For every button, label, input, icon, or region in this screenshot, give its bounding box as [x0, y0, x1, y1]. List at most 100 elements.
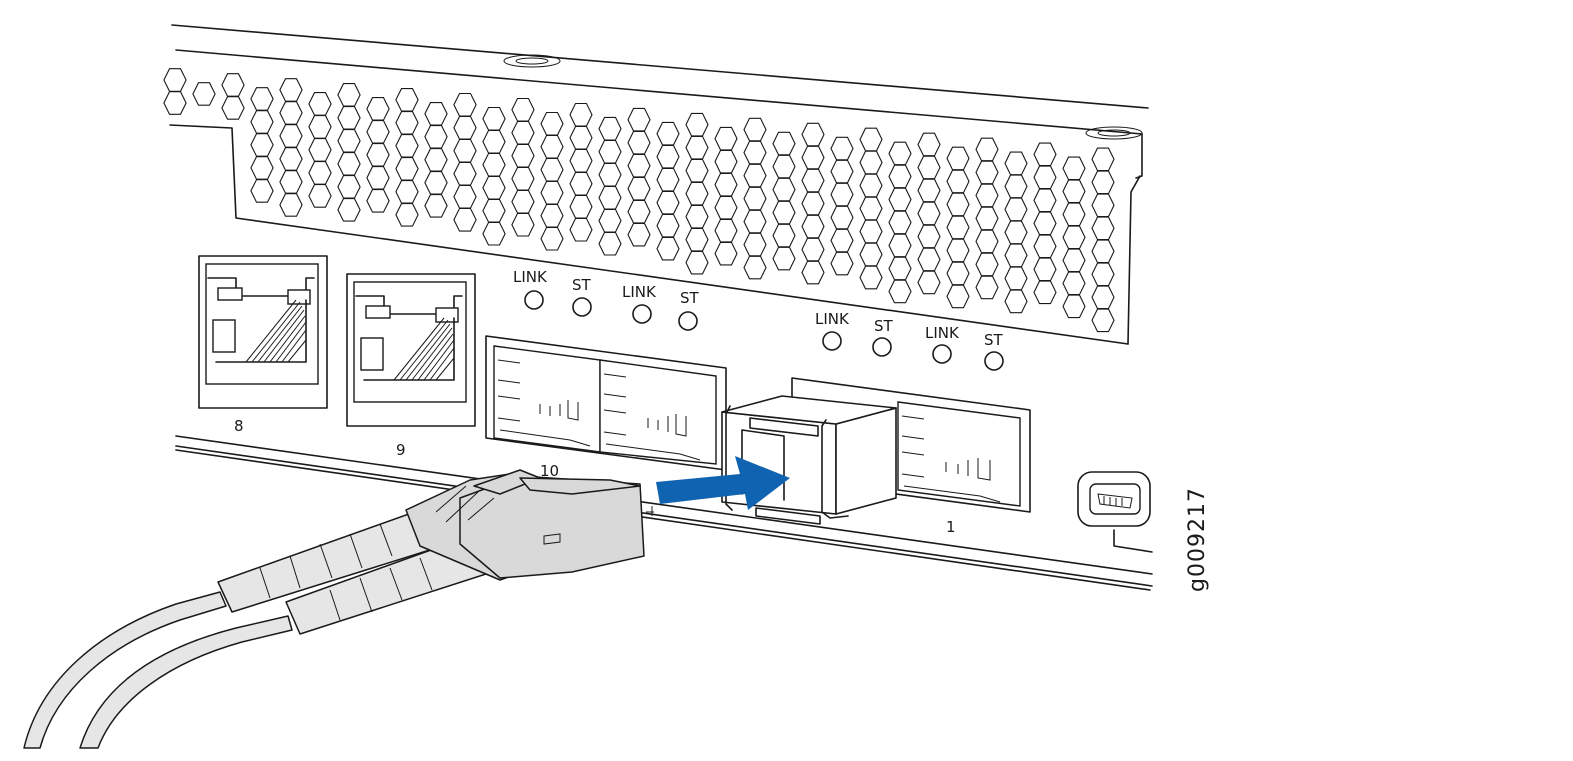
vent-hole	[1091, 285, 1115, 310]
vent-hole	[308, 184, 332, 208]
vent-hole	[424, 194, 448, 218]
vent-hole	[888, 279, 912, 304]
figure-id: g009217	[1185, 487, 1210, 592]
vent-hole	[1062, 225, 1086, 250]
vent-hole	[801, 168, 825, 193]
vent-hole	[395, 88, 419, 112]
sfp-cage-left	[485, 335, 727, 471]
vent-hole	[511, 212, 535, 237]
vent-hole	[714, 149, 738, 174]
fiber-optic-cable	[23, 469, 645, 749]
vent-hole	[163, 91, 187, 115]
vent-hole	[656, 167, 680, 192]
vent-hole	[1033, 257, 1057, 282]
led-status	[572, 297, 592, 317]
vent-hole	[917, 132, 941, 157]
vent-hole	[424, 125, 448, 149]
vent-hole	[337, 106, 361, 130]
vent-hole	[917, 270, 941, 295]
rj45-contacts	[393, 317, 455, 381]
led-label-link: LINK	[622, 283, 657, 301]
vent-hole	[946, 261, 970, 286]
vent-hole	[453, 207, 477, 232]
vent-hole	[540, 226, 564, 251]
led-label-status: ST	[680, 289, 700, 307]
led-label-link: LINK	[925, 324, 960, 342]
vent-hole	[395, 180, 419, 204]
vent-hole	[424, 148, 448, 172]
vent-hole	[250, 133, 274, 157]
port-number-1: 1	[946, 518, 956, 536]
vent-hole	[1091, 147, 1115, 172]
vent-hole	[279, 170, 303, 194]
led-label-status: ST	[572, 276, 592, 294]
vent-hole	[540, 111, 564, 136]
vent-hole	[946, 169, 970, 194]
vent-hole	[975, 183, 999, 208]
vent-hole	[743, 232, 767, 257]
vent-hole	[801, 237, 825, 262]
vent-hole	[163, 68, 187, 92]
vent-hole	[859, 127, 883, 152]
vent-hole	[540, 180, 564, 205]
port-numbers: 8 9 10 1	[234, 417, 956, 536]
vent-hole	[946, 146, 970, 171]
vent-hole	[685, 227, 709, 252]
vent-hole	[1062, 202, 1086, 227]
vent-hole	[801, 122, 825, 147]
vent-hole	[975, 252, 999, 277]
vent-hole	[627, 199, 651, 224]
vent-hole	[1004, 243, 1028, 268]
vent-hole	[656, 121, 680, 146]
vent-hole	[279, 147, 303, 171]
led-label-link: LINK	[513, 268, 548, 286]
led-link	[932, 344, 952, 364]
vent-hole	[917, 178, 941, 203]
vent-hole	[192, 82, 216, 106]
vent-hole	[888, 164, 912, 189]
vent-hole	[598, 116, 622, 141]
vent-hole	[569, 102, 593, 127]
vent-hole	[308, 115, 332, 139]
vent-hole	[250, 110, 274, 134]
vent-hole	[656, 190, 680, 215]
vent-hole	[482, 221, 506, 246]
vent-hole	[453, 115, 477, 140]
vent-hole	[1091, 193, 1115, 218]
vent-hole	[859, 196, 883, 221]
vent-hole	[975, 160, 999, 185]
vent-hole	[337, 152, 361, 176]
screw-slot	[515, 57, 549, 65]
vent-hole	[1062, 179, 1086, 204]
vent-hole	[743, 186, 767, 211]
vent-hole	[540, 203, 564, 228]
vent-hole	[830, 136, 854, 161]
led-link	[524, 290, 544, 310]
vent-hole	[888, 187, 912, 212]
vent-hole	[366, 120, 390, 144]
vent-hole	[395, 203, 419, 227]
vent-hole	[598, 162, 622, 187]
vent-hole	[569, 171, 593, 196]
screw-icon	[503, 54, 561, 68]
screw-icon	[1085, 126, 1143, 140]
panel-lower-edge	[175, 435, 1153, 591]
vent-hole	[1033, 142, 1057, 167]
vent-hole	[801, 145, 825, 170]
vent-hole	[975, 229, 999, 254]
vent-hole	[627, 222, 651, 247]
vent-hole	[482, 175, 506, 200]
vent-hole	[714, 126, 738, 151]
vent-hole	[656, 144, 680, 169]
vent-hole	[395, 134, 419, 158]
vent-hole	[917, 201, 941, 226]
vent-hole	[1033, 188, 1057, 213]
vent-hole	[337, 175, 361, 199]
vent-hole	[1091, 170, 1115, 195]
arrow-tick	[646, 506, 654, 516]
vent-hole	[511, 189, 535, 214]
vent-hole	[1091, 308, 1115, 333]
vent-hole	[772, 200, 796, 225]
vent-hole	[250, 87, 274, 111]
